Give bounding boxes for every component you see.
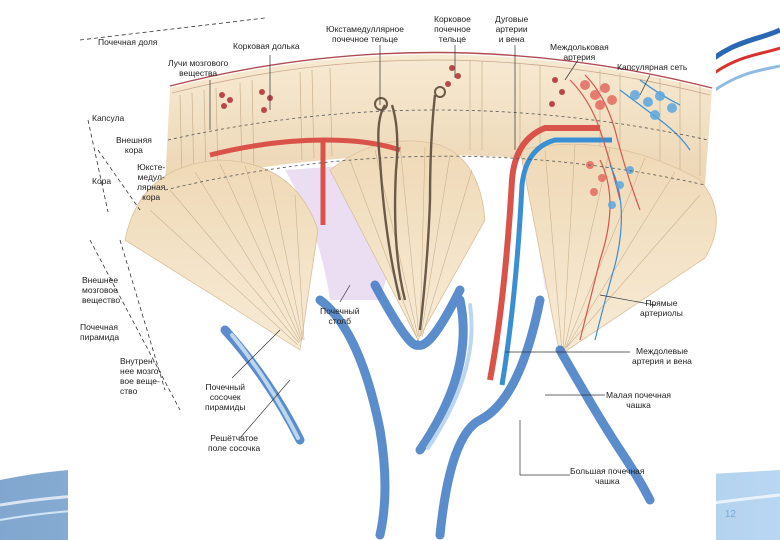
label-outer-medulla: Внешнее мозговое вещество — [82, 275, 121, 305]
label-renal-pyramid: Почечная пирамида — [80, 322, 120, 342]
label-area-cribrosa: Решётчатое поле сосочка — [208, 433, 261, 453]
label-capsular-network: Капсулярная сеть — [617, 62, 688, 72]
capsule-line — [169, 51, 713, 89]
juxtamedullary-nephron — [377, 94, 437, 331]
label-cortex: Кора — [92, 176, 112, 186]
label-major-calyx: Большая почечная чашка — [570, 466, 645, 486]
interlobar-vein — [499, 137, 612, 386]
label-renal-column: Почечный столб — [320, 306, 360, 326]
glomeruli — [219, 65, 565, 113]
label-renal-lobe: Почечная доля — [98, 37, 158, 47]
label-arcuate-artery-vein: Дуговые артерии и вена — [495, 14, 529, 44]
label-renal-papilla: Почечный сосочек пирамиды — [205, 382, 246, 412]
pyramid-left — [124, 159, 319, 351]
label-vasa-recta: Прямые артериолы — [640, 298, 683, 318]
label-medullary-rays: Лучи мозгового вещества — [168, 58, 229, 78]
label-juxtamedullary-cortex: Юкстe- медул- лярная кора — [137, 162, 166, 202]
interlobar-artery — [487, 125, 600, 381]
label-outer-cortex: Внешняя кора — [116, 135, 152, 155]
label-cortical-corpuscle: Корковое почечное тельце — [434, 14, 471, 44]
label-juxtamedullary-corpuscle: Юкстамедуллярное почечное тельце — [326, 24, 404, 44]
label-inner-medulla: Внутрен- нее мозго- вое веще- ство — [120, 356, 162, 396]
label-interlobular-artery: Междольковая артерия — [550, 42, 609, 62]
label-interlobar-artery-vein: Междолевые артерия и вена — [632, 346, 692, 366]
label-minor-calyx: Малая почечная чашка — [606, 390, 672, 410]
capillary-network — [569, 74, 691, 341]
page-number: 12 — [724, 509, 736, 520]
label-capsule: Капсула — [92, 113, 125, 123]
label-cortical-lobule: Корковая долька — [233, 41, 300, 51]
pyramid-middle — [329, 140, 486, 341]
